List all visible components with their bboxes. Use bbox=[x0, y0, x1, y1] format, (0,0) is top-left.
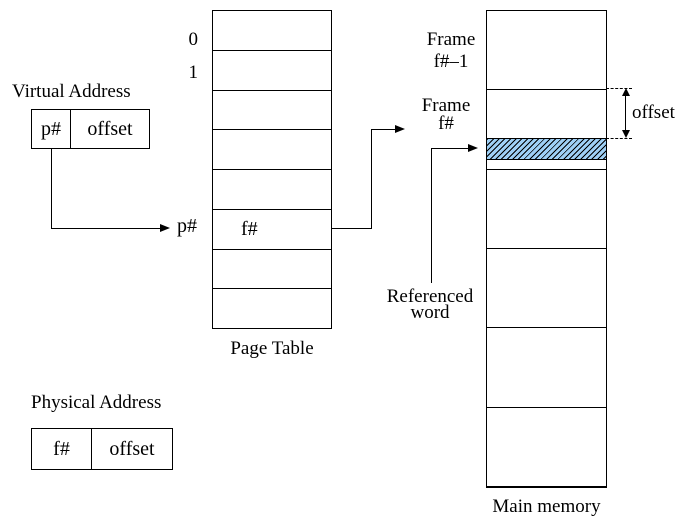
main-memory-frame-row bbox=[487, 90, 606, 170]
page-table-entry-value: f# bbox=[241, 217, 258, 240]
physical-address-title: Physical Address bbox=[31, 392, 162, 413]
page-table-row bbox=[213, 130, 331, 170]
offset-bracket-top-dashed-line bbox=[606, 88, 632, 89]
physical-address-offset-field: offset bbox=[109, 437, 155, 460]
referenced-word-label-line2: word bbox=[410, 302, 450, 323]
frame-label-line2: f# bbox=[438, 113, 454, 134]
virtual-address-box: p# offset bbox=[31, 109, 150, 149]
arrow-pt-to-frame-arrowhead-icon bbox=[395, 125, 405, 133]
referenced-word-label: Referenced word bbox=[377, 286, 483, 323]
frame-minus-one-label: Frame f#–1 bbox=[408, 29, 494, 73]
arrow-va-to-pt-vertical-segment bbox=[51, 148, 52, 229]
main-memory bbox=[486, 10, 607, 488]
arrow-referenced-word-arrowhead-icon bbox=[468, 144, 478, 152]
page-table-row bbox=[213, 51, 331, 91]
frame-minus-one-label-line1: Frame bbox=[426, 29, 476, 50]
page-table-index-1: 1 bbox=[188, 62, 199, 83]
page-table-row bbox=[213, 91, 331, 131]
arrow-referenced-word-vertical-segment bbox=[431, 148, 432, 283]
frame-label-line1: Frame bbox=[421, 95, 471, 116]
referenced-word-highlight bbox=[487, 138, 606, 160]
page-table-caption: Page Table bbox=[230, 338, 314, 359]
page-table-entry-row: f# bbox=[213, 210, 331, 250]
page-table-row bbox=[213, 289, 331, 328]
referenced-word-label-line1: Referenced bbox=[386, 286, 474, 307]
virtual-address-page-number-field: p# bbox=[32, 110, 71, 148]
page-table-row bbox=[213, 170, 331, 210]
arrow-pt-to-frame-vertical-segment bbox=[371, 129, 372, 229]
frame-minus-one-label-line2: f#–1 bbox=[433, 51, 469, 72]
offset-bracket-arrow-line bbox=[625, 94, 626, 132]
virtual-address-title: Virtual Address bbox=[12, 81, 131, 102]
main-memory-frame-row bbox=[487, 328, 606, 408]
page-table-index-0: 0 bbox=[188, 29, 199, 50]
page-table-lookup-label: p# bbox=[177, 215, 197, 237]
arrow-va-to-pt-arrowhead-icon bbox=[160, 224, 170, 232]
offset-bracket-up-arrowhead-icon bbox=[622, 88, 630, 96]
main-memory-caption: Main memory bbox=[492, 496, 601, 517]
offset-bracket-bottom-dashed-line bbox=[606, 138, 632, 139]
page-table-row bbox=[213, 250, 331, 290]
main-memory-frame-row bbox=[487, 408, 606, 487]
main-memory-frame-row bbox=[487, 170, 606, 249]
offset-bracket-down-arrowhead-icon bbox=[622, 130, 630, 138]
main-memory-frame-row bbox=[487, 11, 606, 91]
arrow-referenced-word-horizontal-segment bbox=[431, 148, 469, 149]
physical-address-frame-number-field: f# bbox=[32, 429, 92, 469]
arrow-pt-to-frame-horizontal-segment-1 bbox=[332, 228, 371, 229]
page-table-row bbox=[213, 11, 331, 51]
arrow-va-to-pt-horizontal-segment bbox=[51, 228, 161, 229]
virtual-address-offset-field: offset bbox=[87, 117, 133, 140]
page-table: f# bbox=[212, 10, 332, 329]
frame-label: Frame f# bbox=[404, 95, 488, 134]
memory-offset-label: offset bbox=[632, 102, 675, 123]
arrow-pt-to-frame-horizontal-segment-2 bbox=[371, 129, 396, 130]
physical-address-box: f# offset bbox=[31, 428, 173, 470]
main-memory-frame-row bbox=[487, 249, 606, 329]
